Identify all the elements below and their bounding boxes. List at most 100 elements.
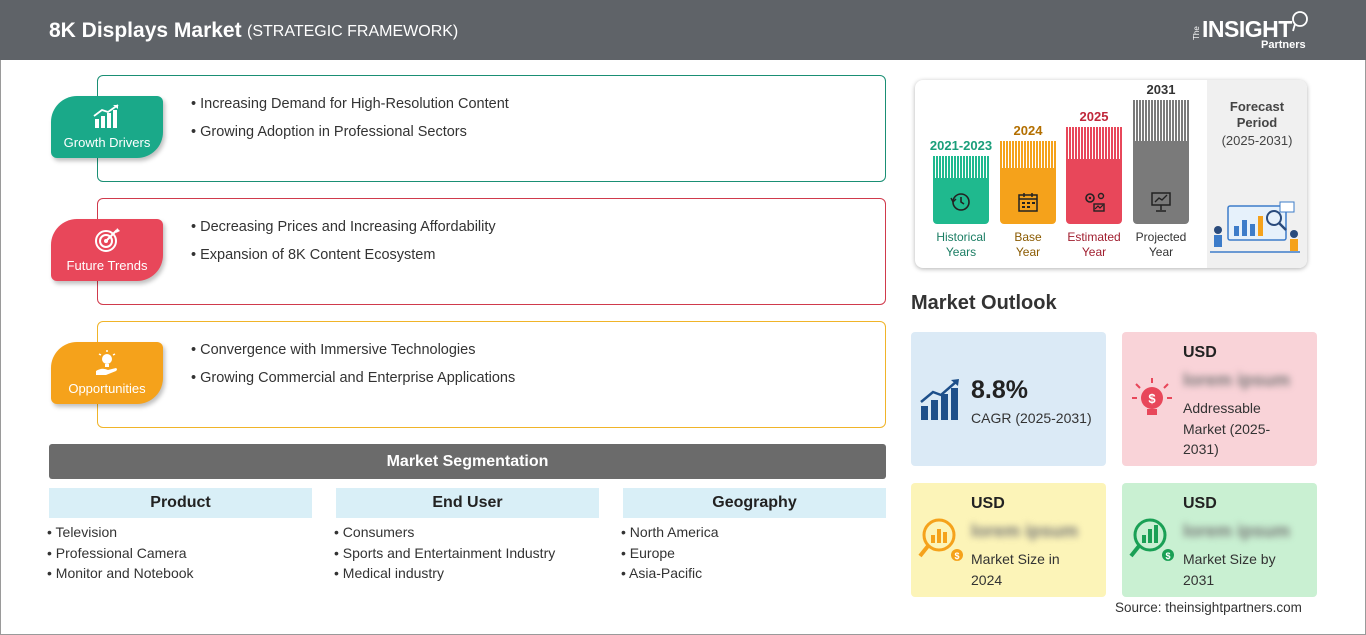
- growth-drivers-label: Growth Drivers: [63, 135, 151, 150]
- list-item: • Medical industry: [334, 565, 444, 581]
- bar-stripes: [1000, 141, 1056, 168]
- opportunities-box: [97, 321, 886, 428]
- list-item: • Europe: [621, 544, 675, 561]
- segment-list-product: • Television • Professional Camera • Mon…: [47, 524, 194, 586]
- logo-swoosh-icon: [1292, 11, 1308, 32]
- magnifier-growth-icon: $: [1129, 518, 1174, 561]
- growth-drivers-box: [97, 75, 886, 182]
- bar-stripes: [1133, 100, 1189, 141]
- market-size-2031-tile: USD lorem ipsum Market Size by 2031 $: [1122, 483, 1317, 597]
- list-item: • North America: [621, 524, 719, 540]
- bullet-item: • Expansion of 8K Content Ecosystem: [191, 247, 436, 263]
- market-size-2024-tile: USD lorem ipsum Market Size in 2024 $: [911, 483, 1106, 597]
- list-item: • Asia-Pacific: [621, 565, 703, 581]
- presentation-icon: [1151, 192, 1171, 212]
- future-trends-label: Future Trends: [66, 258, 148, 273]
- timeline-year-2: 2025: [1079, 109, 1109, 124]
- svg-text:$: $: [954, 551, 959, 561]
- label-line: Years: [945, 245, 977, 259]
- logo-partners: Partners: [1261, 39, 1306, 51]
- header-bar: 8K Displays Market (STRATEGIC FRAMEWORK)…: [0, 0, 1366, 60]
- desc-line: 2031: [1183, 571, 1215, 588]
- label-line: Base: [1014, 230, 1042, 244]
- desc-line: Market Size in: [971, 551, 1060, 567]
- label-line: Year: [1015, 245, 1041, 259]
- desc-line: 2031): [1183, 441, 1219, 457]
- page-title: 8K Displays Market: [49, 19, 242, 42]
- growth-drivers-badge: Growth Drivers: [51, 96, 163, 158]
- label-line: Estimated: [1067, 230, 1121, 244]
- opportunities-badge: Opportunities: [51, 342, 163, 404]
- page-subtitle: (STRATEGIC FRAMEWORK): [247, 23, 459, 40]
- bar-stripes: [933, 156, 989, 178]
- target-icon: [95, 228, 120, 252]
- label-line: Projected: [1135, 230, 1187, 244]
- future-trends-box: [97, 198, 886, 305]
- list-item: • Television: [47, 524, 118, 540]
- segment-header-geography: Geography: [623, 488, 886, 518]
- desc-line: 2024: [971, 571, 1003, 588]
- size2024-usd: USD: [971, 495, 1005, 512]
- desc-line: Addressable: [1183, 400, 1261, 416]
- history-clock-icon: [950, 193, 970, 211]
- timeline-year-3: 2031: [1146, 82, 1176, 97]
- insight-partners-logo[interactable]: The INSIGHT Partners: [1192, 10, 1312, 54]
- label-line: Year: [1148, 245, 1174, 259]
- segment-header-end-user: End User: [336, 488, 599, 518]
- list-item: • Sports and Entertainment Industry: [334, 544, 556, 561]
- label-line: Year: [1081, 245, 1107, 259]
- addressable-market-tile: USD lorem ipsum Addressable Market (2025…: [1122, 332, 1317, 466]
- growth-chart-icon: [93, 104, 119, 128]
- size2031-value: lorem ipsum: [1183, 521, 1291, 541]
- size2024-desc: Market Size in 2024: [971, 549, 1060, 590]
- bullet-item: • Increasing Demand for High-Resolution …: [191, 96, 509, 112]
- growth-drivers-bullets: • Increasing Demand for High-Resolution …: [191, 96, 509, 152]
- future-trends-bullets: • Decreasing Prices and Increasing Affor…: [191, 219, 496, 275]
- size2024-value: lorem ipsum: [971, 521, 1079, 541]
- timeline-bar-0: [933, 156, 989, 224]
- logo-insight: INSIGHT: [1202, 16, 1292, 42]
- forecast-period-label: Forecast Period: [1229, 99, 1285, 130]
- desc-line: Market Size by: [1183, 551, 1276, 567]
- addressable-value: lorem ipsum: [1183, 370, 1291, 390]
- cagr-value: 8.8%: [971, 376, 1028, 404]
- gears-chart-icon: [1085, 192, 1105, 212]
- opportunities-bullets: • Convergence with Immersive Technologie…: [191, 342, 515, 398]
- timeline-year-1: 2024: [1013, 123, 1043, 138]
- market-segmentation-bar: Market Segmentation: [49, 444, 886, 479]
- segment-list-geography: • North America • Europe • Asia-Pacific: [621, 524, 719, 586]
- list-item: • Professional Camera: [47, 544, 187, 561]
- bar-stripes: [1066, 127, 1122, 159]
- desc-line: Market (2025-: [1183, 420, 1271, 437]
- list-item: • Monitor and Notebook: [47, 565, 194, 581]
- source-text: Source: theinsightpartners.com: [1115, 600, 1302, 615]
- forecast-period-range: (2025-2031): [1221, 133, 1293, 148]
- list-item: • Consumers: [334, 524, 415, 540]
- addressable-usd: USD: [1183, 344, 1217, 361]
- segment-list-end-user: • Consumers • Sports and Entertainment I…: [334, 524, 555, 586]
- cagr-label: CAGR (2025-2031): [971, 410, 1092, 426]
- bullet-item: • Decreasing Prices and Increasing Affor…: [191, 219, 496, 235]
- bullet-item: • Convergence with Immersive Technologie…: [191, 342, 476, 358]
- size2031-desc: Market Size by 2031: [1183, 549, 1276, 590]
- timeline-year-0: 2021-2023: [929, 138, 993, 153]
- bullet-item: • Growing Adoption in Professional Secto…: [191, 124, 467, 140]
- size2031-usd: USD: [1183, 495, 1217, 512]
- growth-arrow-chart-icon: [920, 379, 959, 420]
- label-line: Historical: [936, 230, 986, 244]
- cagr-tile: 8.8% CAGR (2025-2031): [911, 332, 1106, 466]
- svg-text:$: $: [1165, 551, 1170, 561]
- future-trends-badge: Future Trends: [51, 219, 163, 281]
- svg-text:$: $: [1148, 391, 1156, 406]
- idea-dollar-icon: $: [1132, 378, 1172, 415]
- timeline-bar-1: [1000, 141, 1056, 224]
- market-outlook-title: Market Outlook: [911, 292, 1057, 314]
- logo-the: The: [1192, 26, 1201, 40]
- opportunities-label: Opportunities: [68, 381, 146, 396]
- magnifier-chart-icon: $: [918, 518, 963, 561]
- segment-header-product: Product: [49, 488, 312, 518]
